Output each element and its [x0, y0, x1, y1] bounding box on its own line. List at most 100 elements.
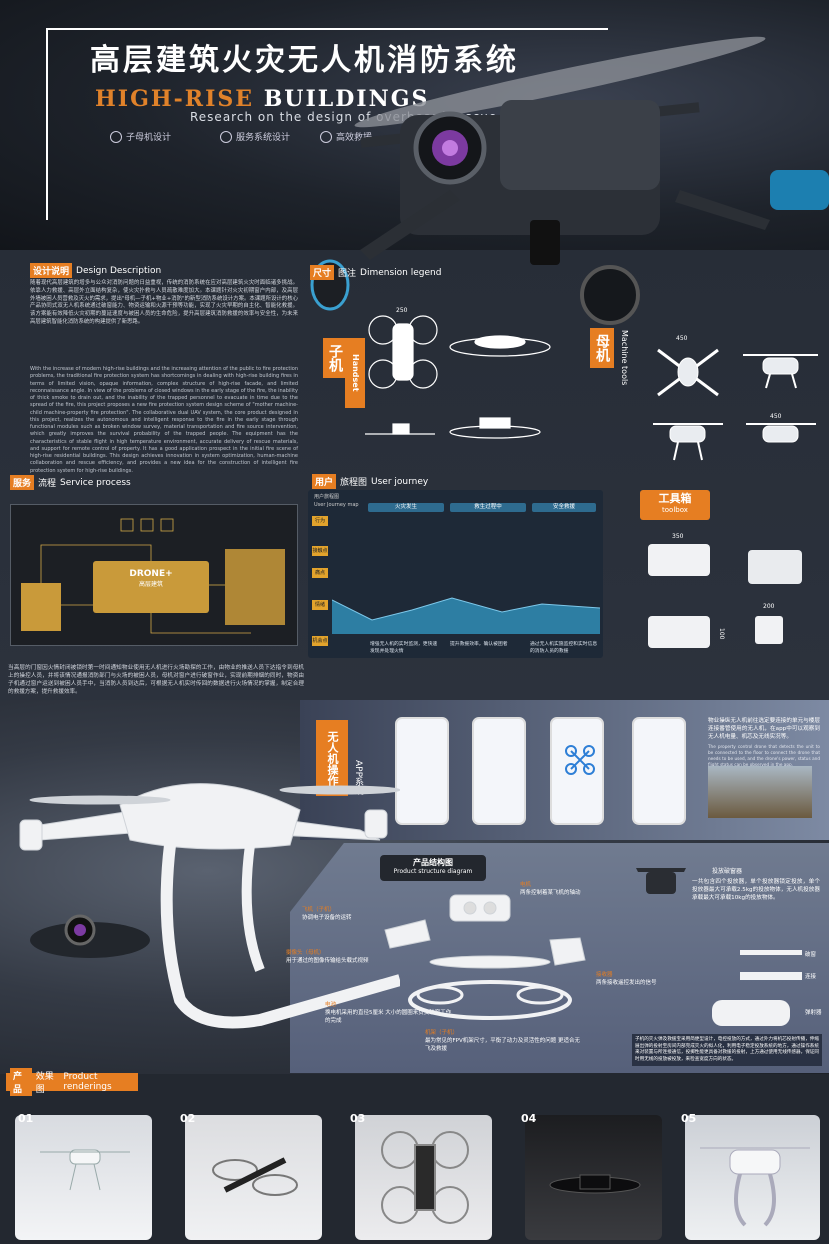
structure-label-name: 接收器 — [596, 972, 613, 978]
structure-label-text: 两条控制着某飞机的轴动 — [520, 890, 581, 896]
hero-drone-image — [310, 36, 829, 325]
toolbox-dim: 200 — [763, 603, 775, 610]
feature-label: 高效救援 — [336, 133, 373, 143]
toolbox-back-image — [648, 616, 710, 648]
journey-row-label: 机会点 — [312, 636, 328, 646]
journey-stage: 火灾发生 — [368, 503, 444, 512]
release-title: 投放破窗器 — [712, 868, 743, 875]
section-title-cn: 流程 — [38, 479, 57, 489]
hub-title: DRONE+ — [129, 569, 173, 579]
structure-label: 接收器两条接收遥控发出的信号 — [596, 970, 686, 986]
app-description-en: The property control drone that detects … — [708, 744, 820, 768]
part-rod-image — [740, 950, 802, 955]
service-process-diagram: DRONE+ 高层建筑 — [10, 504, 298, 646]
rendering-number: 01 — [18, 1112, 34, 1125]
feature-label: 子母机设计 — [126, 133, 172, 143]
building-block — [225, 549, 285, 625]
journey-row-label: 情绪 — [312, 600, 328, 610]
section-title-en: Dimension legend — [360, 267, 442, 278]
title-en-rest: BUILDINGS — [263, 86, 430, 112]
renderings-header: 产品 效果图 Product renderings — [6, 1068, 138, 1096]
toolbox-badge: 工具箱 toolbox — [640, 490, 710, 520]
structure-title-en: Product structure diagram — [393, 868, 473, 875]
toolbox-title-en: toolbox — [662, 506, 688, 514]
structure-label: 飞机（子机） 协调电子设备的运转 — [302, 905, 412, 921]
journey-row-label: 痛点 — [312, 568, 328, 578]
page-title-en: HIGH-RISE BUILDINGS — [95, 86, 429, 112]
section-tag: 尺寸 — [310, 265, 335, 280]
feature-item: 子母机设计 — [110, 130, 171, 143]
mother-badge-en: Machine tools — [620, 330, 629, 386]
structure-label: 摄像头（母机）用于通过的图像传输给头载式视频 — [286, 948, 406, 964]
drone-hub-block: DRONE+ 高层建筑 — [93, 561, 209, 613]
service-description: 当高层的门窗因火情封闭被锁时第一时间通知物业使用无人机进行火场勘探的工作，由物业… — [8, 665, 304, 696]
part-launcher-image — [712, 1000, 790, 1026]
structure-label-name: 飞机（子机） — [302, 907, 336, 913]
structure-label: 电池换电机采用的直径5厘米 大小的圆圈来负责破窗工作的完成 — [325, 1000, 455, 1024]
app-camera-view — [708, 766, 812, 818]
rendering-number: 04 — [521, 1112, 537, 1125]
user-journey-map: 用户旅程图 User Journey map 火灾发生 救生过程中 安全救援 行… — [308, 490, 603, 658]
section-title-en: Design Description — [76, 265, 162, 276]
release-description: 一共包含四个投放器，单个投放器锁定投放，单个投放器最大可承载2.5kg的投放物体… — [692, 879, 820, 902]
section-tag: 服务 — [10, 475, 35, 490]
rendering-number: 02 — [180, 1112, 196, 1125]
journey-subtitle: User Journey map — [314, 502, 359, 508]
section-title-en: User journey — [371, 476, 429, 487]
structure-label: 电机两条控制着某飞机的轴动 — [520, 880, 630, 896]
rendering-drone-1 — [40, 1149, 130, 1191]
part-label: 连接 — [805, 974, 817, 980]
structure-label-name: 摄像头（母机） — [286, 950, 325, 956]
structure-label-name: 电池 — [325, 1002, 337, 1008]
toolbox-side-image — [748, 550, 802, 584]
part-label: 弹射器 — [805, 1010, 822, 1016]
rendering-card[interactable] — [685, 1115, 820, 1240]
structure-label-text: 换电机采用的直径5厘米 大小的圆圈来负责破窗工作的完成 — [325, 1010, 452, 1024]
opportunity-cell: 增强无人机的实时监测，更快速发现并处理火情 — [370, 642, 438, 654]
app-screen-status[interactable] — [632, 717, 686, 825]
rendering-card[interactable] — [15, 1115, 152, 1240]
dimension-header: 尺寸 图注 Dimension legend — [310, 265, 441, 280]
section-tag: 设计说明 — [30, 263, 73, 278]
opportunity-cell: 通过无人机实施监控和实时信息的消防人员的救援 — [530, 642, 598, 654]
section-tag: 用户 — [312, 474, 337, 489]
journey-stage: 救生过程中 — [450, 503, 526, 512]
mother-badge: 母机 — [590, 328, 614, 368]
release-device-image — [636, 868, 686, 894]
rendering-drone-4 — [549, 1174, 641, 1194]
app-screen-list[interactable] — [472, 717, 526, 825]
journey-title: 用户旅程图 — [314, 494, 340, 500]
structure-label-name: 机架（子机） — [425, 1030, 459, 1036]
toolbox-title: 工具箱 — [658, 492, 692, 505]
structure-label: 机架（子机） 最为常见的FPV机架尺寸，平衡了动力及灵活性的问题 更适合无飞及救援 — [425, 1028, 585, 1052]
design-description-header: 设计说明 Design Description — [30, 263, 161, 278]
flow-lines — [40, 518, 251, 634]
design-description-cn: 随着现代高层建筑的增多与公众对消防问题的日益重视，传统的消防系统在应对高层建筑火… — [30, 280, 298, 326]
app-badge: 无人机操作 — [316, 720, 348, 796]
journey-row-label: 行为 — [312, 516, 328, 526]
app-screen-login[interactable] — [395, 717, 449, 825]
structure-label-text: 最为常见的FPV机架尺寸，平衡了动力及灵活性的问题 更适合无飞及救援 — [425, 1038, 580, 1052]
structure-label-text: 协调电子设备的运转 — [302, 915, 352, 921]
section-title-cn: 效果图 — [35, 1072, 54, 1095]
rendering-drone-5 — [700, 1147, 810, 1227]
hub-subtitle: 高层建筑 — [138, 581, 163, 588]
dimension-value: 250 — [396, 307, 408, 314]
rendering-drone-3 — [381, 1131, 469, 1224]
opportunity-cell: 提升救援效率，确认被困者 — [450, 642, 508, 647]
app-description: 物业操纵无人机前往选定要连接的单元与楼层连接番管使用的无人机，在app中可以观察… — [708, 718, 820, 741]
app-screen-drone[interactable] — [550, 717, 604, 825]
rendering-drone-2 — [212, 1157, 298, 1196]
section-tag: 产品 — [10, 1068, 32, 1096]
structure-title: 产品结构图 Product structure diagram — [380, 855, 486, 881]
structure-label-text: 两条接收遥控发出的信号 — [596, 980, 657, 986]
journey-header: 用户 旅程图 User journey — [312, 474, 428, 489]
design-description-en: With the increase of modern high-rise bu… — [30, 366, 298, 474]
dimension-value: 450 — [770, 413, 782, 420]
service-header: 服务 流程 Service process — [10, 475, 131, 490]
handset-badge: 子机 — [323, 338, 347, 378]
toolbox-dim: 100 — [718, 628, 725, 640]
journey-stage: 安全救援 — [532, 503, 596, 512]
section-title-cn: 旅程图 — [340, 478, 368, 488]
service-icon — [220, 130, 232, 143]
